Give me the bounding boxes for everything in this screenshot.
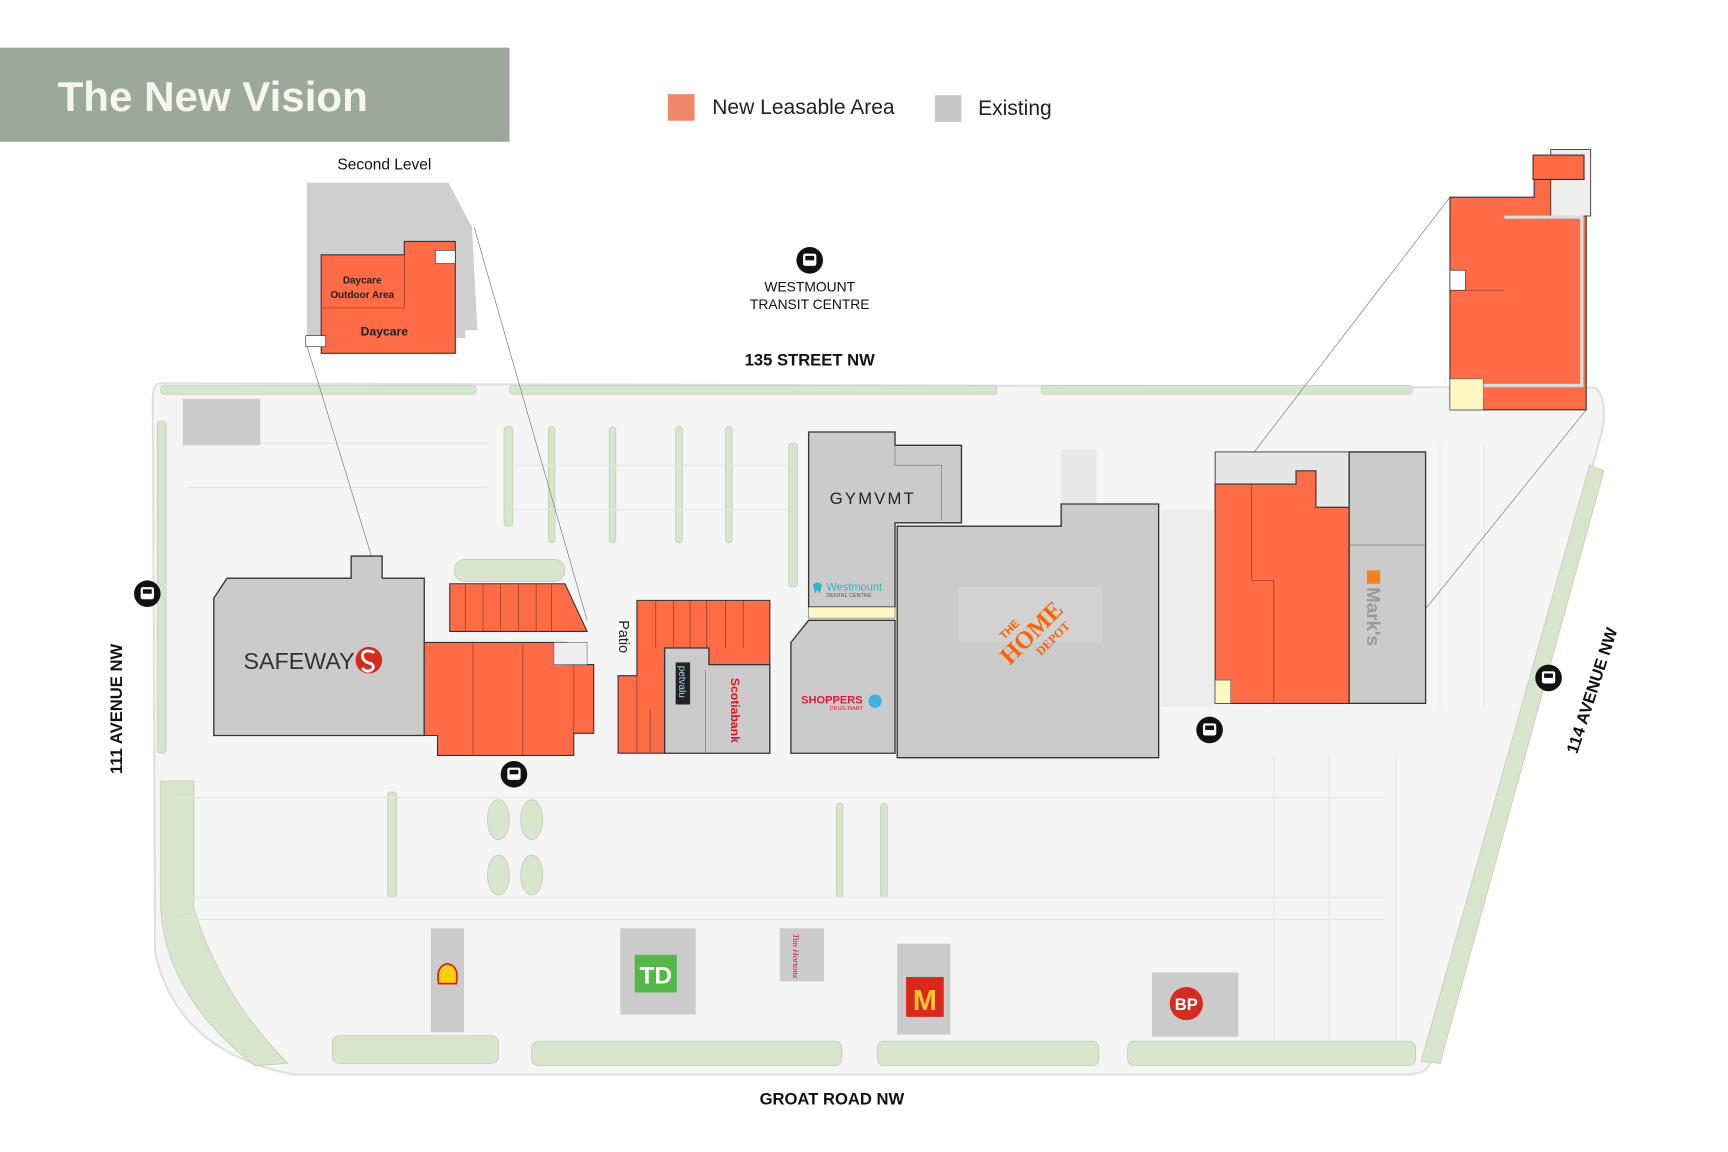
gymvmt-label: GYMVMT bbox=[830, 489, 916, 508]
legend-label-new: New Leasable Area bbox=[712, 96, 895, 119]
legend-label-existing: Existing bbox=[978, 97, 1052, 120]
safeway-building bbox=[213, 555, 425, 737]
daycare-outdoor-label-2: Outdoor Area bbox=[330, 290, 394, 301]
transit-label-2: TRANSIT CENTRE bbox=[750, 296, 870, 312]
shoppers-label-1: SHOPPERS bbox=[801, 694, 862, 706]
safeway-label: SAFEWAY bbox=[244, 648, 355, 674]
dental-label-1: Westmount bbox=[826, 581, 882, 593]
marks-label: Mark's bbox=[1363, 587, 1384, 646]
daycare-outdoor-label-1: Daycare bbox=[343, 276, 382, 287]
td-label: TD bbox=[640, 963, 672, 990]
road-label-east: 114 AVENUE NW bbox=[1563, 625, 1622, 756]
title-banner bbox=[0, 47, 510, 142]
legend-swatch-existing bbox=[934, 95, 962, 122]
parking-lots bbox=[177, 398, 1485, 1042]
daycare-label: Daycare bbox=[361, 325, 409, 339]
bus-icon bbox=[796, 247, 824, 274]
tims-label: Tim Hortons bbox=[791, 934, 801, 979]
transit-label-1: WESTMOUNT bbox=[764, 278, 855, 294]
bus-stop-icon-east bbox=[1535, 664, 1562, 692]
legend: New Leasable Area Existing bbox=[667, 94, 1052, 122]
bostonpizza-label: BP bbox=[1175, 995, 1198, 1014]
bostonpizza-logo bbox=[1169, 986, 1203, 1021]
landscaping bbox=[156, 385, 1605, 1066]
mcdonalds-label: M bbox=[913, 985, 937, 1017]
petvalu-logo bbox=[675, 662, 691, 705]
marks-logo-square bbox=[1366, 570, 1381, 584]
safeway-logo-icon bbox=[355, 646, 383, 674]
road-label-north: 135 STREET NW bbox=[745, 351, 875, 370]
petvalu-label: petvalu bbox=[676, 666, 687, 698]
marks-building bbox=[1348, 451, 1427, 705]
dental-label-2: DENTAL CENTRE bbox=[826, 593, 872, 599]
shoppers-logo-icon bbox=[868, 694, 882, 708]
tims-building bbox=[779, 928, 825, 982]
shell-logo-icon bbox=[437, 962, 458, 985]
bus-stop-icon-south bbox=[500, 760, 528, 788]
bus-stop-icon-west bbox=[134, 580, 161, 608]
road-label-west: 111 AVENUE NW bbox=[107, 644, 126, 774]
new-area-center bbox=[617, 599, 771, 754]
petvalu-scotiabank-building bbox=[663, 647, 771, 754]
scotiabank-label: Scotiabank bbox=[728, 678, 742, 743]
tooth-icon bbox=[813, 582, 822, 594]
shoppers-label-2: DRUG MART bbox=[830, 706, 864, 712]
new-area-west bbox=[423, 583, 595, 756]
legend-swatch-new bbox=[667, 94, 695, 121]
page-title: The New Vision bbox=[58, 73, 368, 120]
td-logo bbox=[634, 954, 677, 993]
bus-stop-icon-homedepot bbox=[1196, 716, 1223, 744]
new-area-east bbox=[1214, 470, 1350, 704]
second-level-label: Second Level bbox=[337, 156, 431, 173]
mcdonalds-logo bbox=[906, 976, 944, 1017]
road-label-south: GROAT ROAD NW bbox=[760, 1089, 905, 1108]
patio-label: Patio bbox=[615, 620, 631, 653]
shoppers-building bbox=[790, 619, 896, 754]
